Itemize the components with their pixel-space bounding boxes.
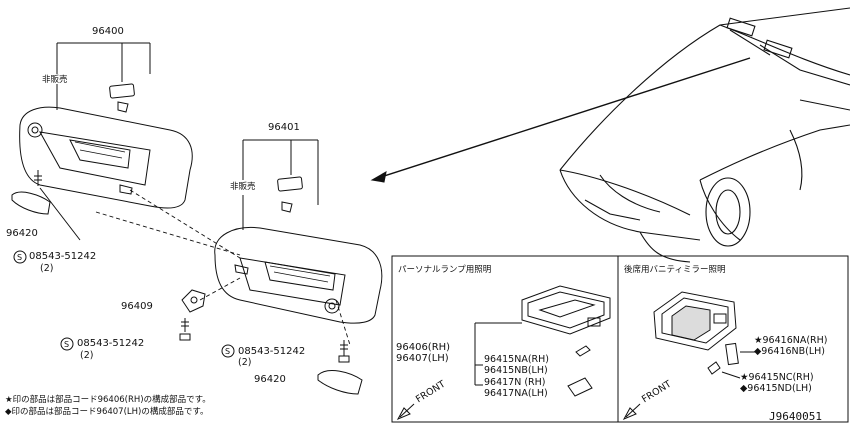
- label-screw-b: 08543-51242: [77, 338, 145, 349]
- inset-left-title: パーソナルランプ用照明: [398, 265, 492, 275]
- screw-symbol-a: S: [17, 253, 23, 262]
- note-line-1: ★印の部品は部品コード96406(RH)の構成部品です。: [5, 395, 211, 405]
- cover-96420-lower: [317, 370, 363, 395]
- label-not-sold-1: 非販売: [42, 75, 68, 85]
- screw-symbols: [13, 250, 235, 358]
- label-screw-a: 08543-51242: [29, 251, 97, 262]
- label-96407: 96407(LH): [396, 353, 449, 364]
- car-illustration: [559, 7, 850, 263]
- personal-lamp: [474, 285, 611, 397]
- label-not-sold-2: 非販売: [230, 182, 256, 192]
- sunvisor-upper: [19, 83, 193, 209]
- label-96415NC: ★96415NC(RH): [740, 372, 814, 383]
- label-screw-c-qty: (2): [238, 357, 252, 368]
- dashed-lines: [95, 189, 351, 346]
- front-arrow-right: [622, 403, 641, 421]
- label-96417NA: 96417NA(LH): [484, 388, 548, 399]
- screw-lower: [338, 340, 350, 363]
- diagram-id: J9640051: [769, 410, 822, 423]
- front-arrow-left: [396, 403, 415, 421]
- bracket-96401: [242, 139, 319, 230]
- screw-symbol-b: S: [64, 340, 70, 349]
- screw-symbol-c: S: [225, 347, 231, 356]
- inset-frames: [391, 255, 849, 423]
- bracket-96400: [56, 42, 151, 110]
- note-line-2: ◆印の部品は部品コード96407(LH)の構成部品です。: [5, 407, 209, 417]
- label-96420-lower: 96420: [254, 374, 286, 385]
- label-96400: 96400: [92, 26, 124, 37]
- clip-96409: [179, 289, 206, 341]
- vanity-lamp: [653, 291, 758, 379]
- label-96409: 96409: [121, 301, 153, 312]
- inset-right-title: 後席用バニティミラー照明: [624, 265, 726, 275]
- label-96416NA: ★96416NA(RH): [754, 335, 828, 346]
- label-screw-a-qty: (2): [40, 263, 54, 274]
- label-96416NB: ◆96416NB(LH): [754, 346, 825, 357]
- label-screw-c: 08543-51242: [238, 346, 306, 357]
- label-96415NA: 96415NA(RH): [484, 354, 549, 365]
- leader-arrow: [370, 57, 751, 183]
- screw-upper: [34, 170, 81, 241]
- label-96420-upper: 96420: [6, 228, 38, 239]
- sunvisor-lower: [214, 176, 383, 324]
- cover-96420-upper: [11, 191, 51, 215]
- label-screw-b-qty: (2): [80, 350, 94, 361]
- label-96406: 96406(RH): [396, 342, 451, 353]
- label-96401: 96401: [268, 122, 300, 133]
- label-96417N: 96417N (RH): [484, 377, 546, 388]
- label-96415ND: ◆96415ND(LH): [740, 383, 812, 394]
- label-96415NB: 96415NB(LH): [484, 365, 548, 376]
